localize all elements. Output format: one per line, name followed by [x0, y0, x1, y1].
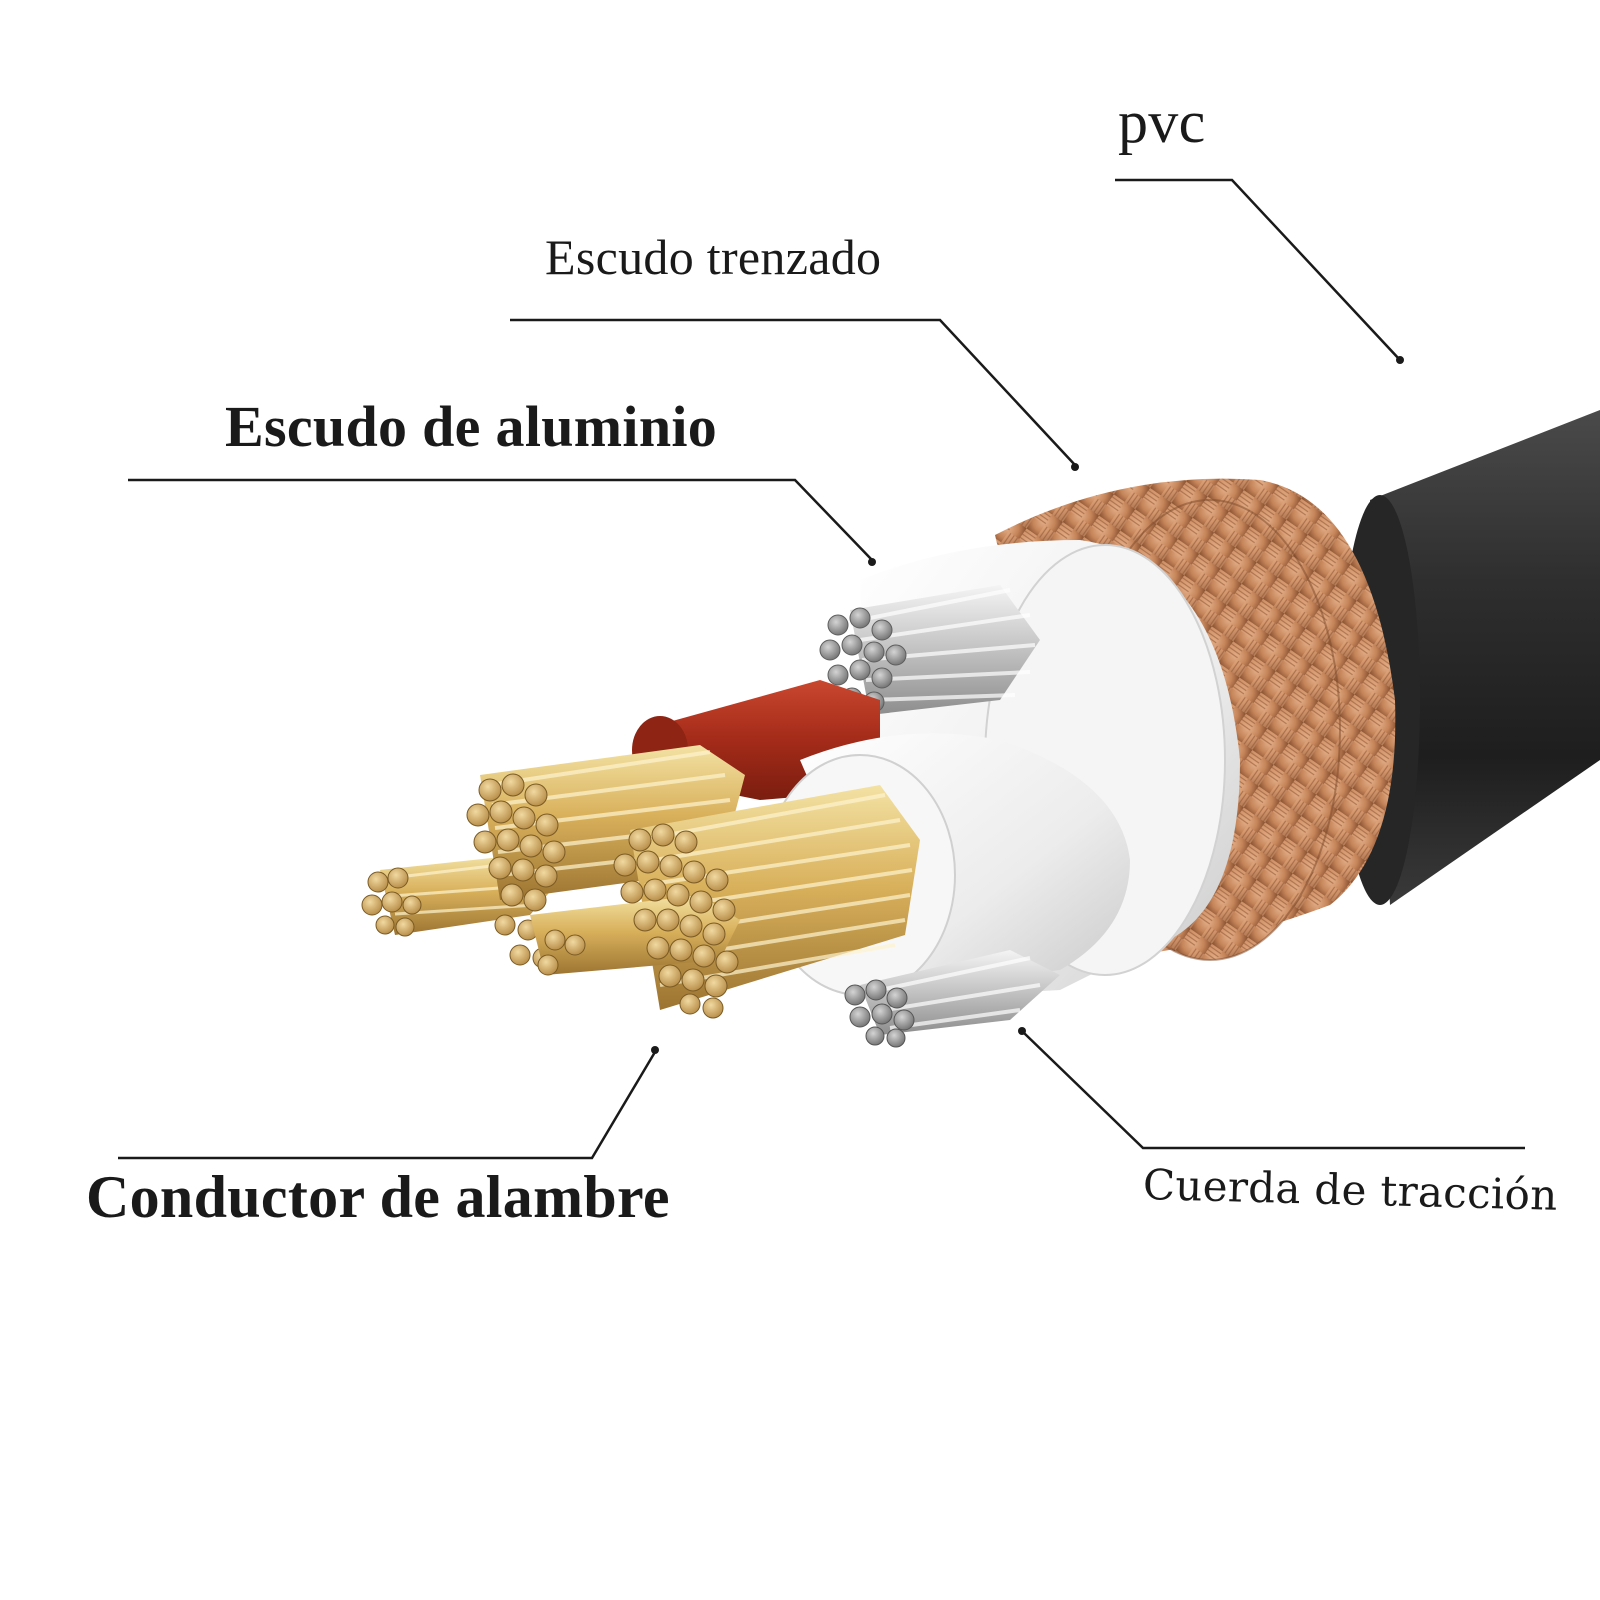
leader-line-aluminio — [128, 478, 873, 561]
label-escudo-trenzado: Escudo trenzado — [545, 229, 882, 285]
leader-line-trenzado — [510, 318, 1076, 466]
leader-line-conductor — [118, 1051, 657, 1160]
copper-conductor-right — [530, 785, 920, 1019]
leader-dots — [651, 356, 1404, 1054]
label-escudo-aluminio: Escudo de aluminio — [225, 394, 718, 459]
label-conductor-alambre: Conductor de alambre — [86, 1164, 670, 1230]
leader-line-pvc — [1115, 178, 1401, 361]
silver-strand-lower — [844, 950, 1060, 1048]
leader-line-cuerda — [1023, 1032, 1525, 1150]
leader-lines — [118, 178, 1525, 1160]
label-pvc: pvc — [1118, 89, 1206, 155]
